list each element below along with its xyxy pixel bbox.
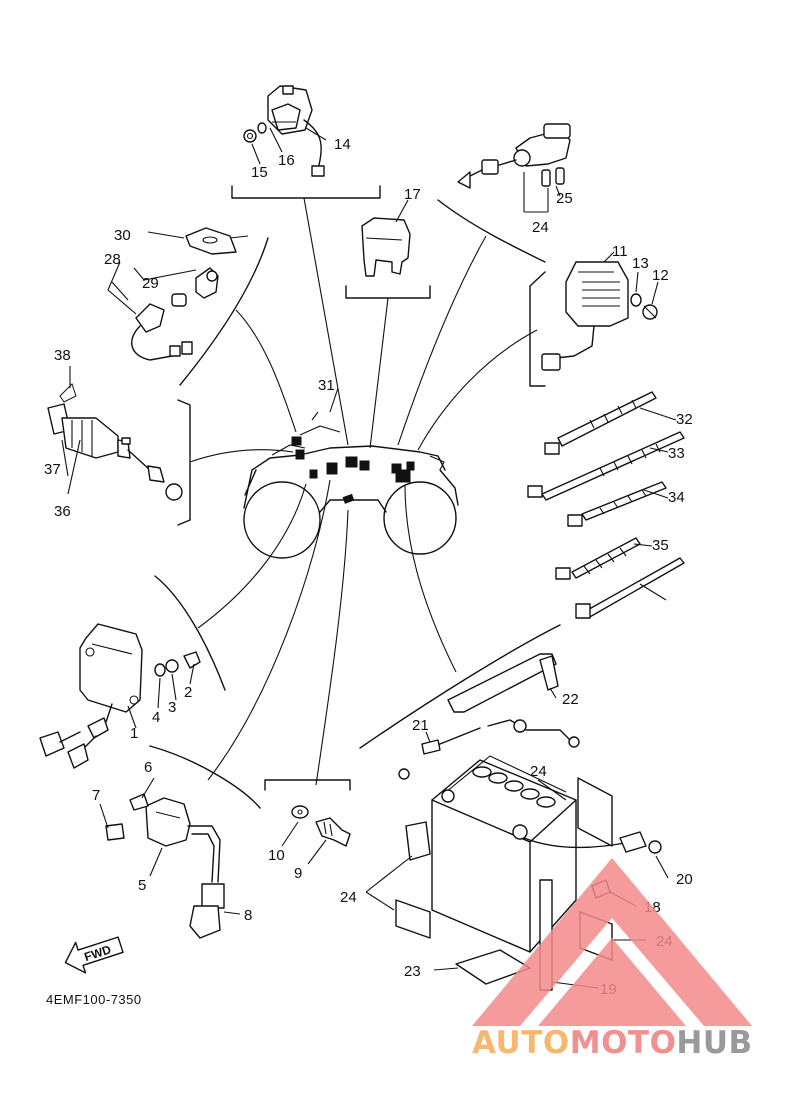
label-12: 12 — [652, 267, 669, 284]
label-23: 23 — [404, 963, 421, 980]
label-24-left: 24 — [340, 889, 357, 906]
label-7: 7 — [92, 787, 100, 804]
label-10: 10 — [268, 847, 285, 864]
label-4: 4 — [152, 709, 160, 726]
label-8: 8 — [244, 907, 252, 924]
fwd-arrow: FWD — [64, 936, 124, 974]
diagram-code: 4EMF100-7350 — [46, 992, 142, 1007]
label-29: 30 — [114, 227, 131, 244]
watermark-logo: AUTOMOTOHUB — [472, 858, 753, 1061]
battery-cells — [472, 766, 556, 808]
sensor-switch-assy — [47, 383, 183, 501]
leader-lines — [189, 197, 538, 786]
rectifier-regulator — [541, 261, 658, 371]
label-3: 3 — [168, 699, 176, 716]
fuel-sensor-parts — [457, 123, 571, 189]
svg-text:AUTOMOTOHUB: AUTOMOTOHUB — [472, 1025, 753, 1061]
starter-relay — [243, 85, 325, 177]
label-16: 16 — [278, 152, 295, 169]
label-11: 11 — [612, 243, 628, 260]
battery-band-and-lead — [398, 653, 580, 780]
label-34: 35 — [652, 537, 669, 554]
neutral-switch-parts — [131, 227, 237, 361]
label-22: 22 — [562, 691, 579, 708]
label-15: 15 — [251, 164, 268, 181]
label-9: 9 — [294, 865, 302, 882]
label-33: 34 — [668, 489, 685, 506]
label-35: 36 — [54, 503, 71, 520]
atv-outline — [243, 411, 459, 559]
label-37: 38 — [54, 347, 71, 364]
ignition-coil — [105, 793, 225, 939]
neutral-sensor — [291, 805, 351, 847]
label-28: 29 — [142, 275, 159, 292]
label-6: 6 — [144, 759, 152, 776]
watermark-triangle — [472, 858, 752, 1026]
watermark-hub: HUB — [676, 1025, 752, 1061]
cdi-unit — [39, 623, 201, 769]
label-20: 20 — [676, 871, 693, 888]
label-24-top: 24 — [530, 763, 547, 780]
label-14: 14 — [334, 136, 351, 153]
label-31: 32 — [676, 411, 693, 428]
label-21: 21 — [412, 717, 429, 734]
label-5: 5 — [138, 877, 146, 894]
watermark-moto: MOTO — [570, 1025, 677, 1061]
cable-bands — [527, 391, 685, 619]
label-26: 25 — [556, 190, 573, 207]
label-36: 37 — [44, 461, 61, 478]
label-30: 31 — [318, 377, 335, 394]
label-2: 2 — [184, 684, 192, 701]
relay-cover — [361, 217, 411, 277]
label-13: 13 — [632, 255, 649, 272]
label-1: 1 — [130, 725, 138, 742]
label-32: 33 — [668, 445, 685, 462]
watermark-auto: AUTO — [472, 1025, 570, 1061]
group-brackets — [149, 185, 561, 809]
label-25: 24 — [532, 219, 549, 236]
label-27: 28 — [104, 251, 121, 268]
label-17: 17 — [404, 186, 421, 203]
